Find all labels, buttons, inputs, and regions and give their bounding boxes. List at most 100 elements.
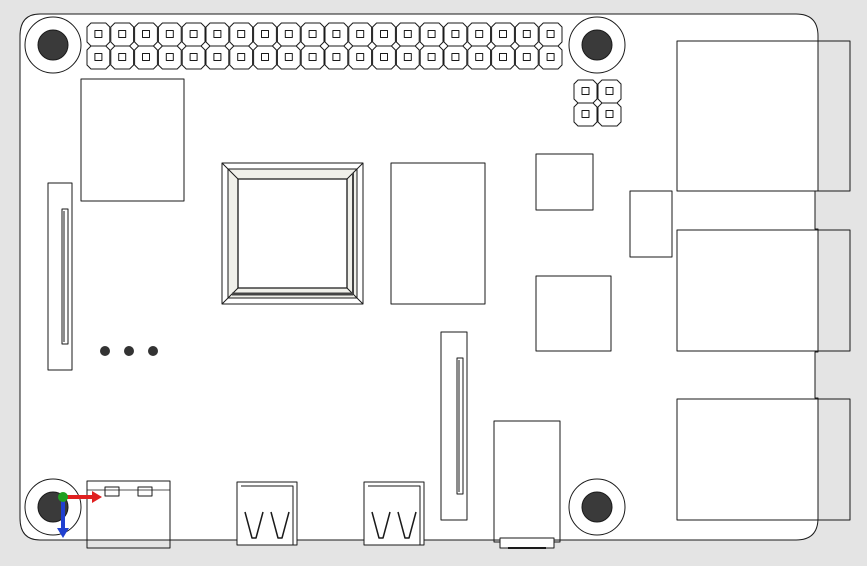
wireless-module xyxy=(80,78,185,202)
gpio-pin-housing xyxy=(324,45,349,70)
gpio-pin xyxy=(237,53,246,61)
gpio-pin xyxy=(261,53,269,61)
gpio-pin-housing xyxy=(253,22,277,47)
gpio-pin xyxy=(237,30,246,38)
gpio-pin xyxy=(94,53,103,61)
display-ribbon-connector-slot xyxy=(61,208,69,345)
gpio-pin-housing xyxy=(395,45,420,70)
gpio-pin-housing xyxy=(538,45,563,70)
gpio-pin-housing xyxy=(467,45,492,70)
triad-x-arrow xyxy=(92,491,102,503)
gpio-pin-housing xyxy=(86,45,111,70)
pcb-outline xyxy=(19,13,819,541)
micro-hdmi-port-1 xyxy=(236,481,298,546)
gpio-pin xyxy=(403,53,412,61)
gpio-pin-housing xyxy=(443,22,468,47)
triad-z-arrow xyxy=(57,528,69,538)
small-ic xyxy=(629,190,673,258)
gpio-pin xyxy=(475,53,484,61)
gpio-pin xyxy=(499,30,507,38)
gpio-pin xyxy=(332,53,341,61)
gpio-pin xyxy=(142,30,150,38)
poe-pin-housing xyxy=(573,102,598,127)
gpio-pin xyxy=(380,53,388,61)
poe-pin xyxy=(605,110,614,118)
gpio-pin-housing xyxy=(253,45,277,70)
gpio-pin-housing xyxy=(324,22,349,47)
gpio-pin-housing xyxy=(205,22,230,47)
usb-c-pad-1 xyxy=(104,486,120,497)
gpio-pin xyxy=(451,53,460,61)
gpio-pin xyxy=(451,30,460,38)
gpio-pin xyxy=(165,30,174,38)
gpio-pin xyxy=(427,53,436,61)
usb-c-port xyxy=(86,480,171,549)
ethernet-controller-chip xyxy=(535,275,612,352)
gpio-pin-housing xyxy=(276,45,301,70)
ram-chip xyxy=(390,162,486,305)
gpio-pin-housing xyxy=(538,22,563,47)
gpio-pin xyxy=(356,30,365,38)
gpio-pin-housing xyxy=(491,22,515,47)
gpio-pin xyxy=(332,30,341,38)
gpio-pin xyxy=(427,30,436,38)
usb-controller-chip xyxy=(535,153,594,211)
poe-pin-housing xyxy=(597,102,622,127)
gpio-pin-housing xyxy=(491,45,515,70)
triad-origin xyxy=(58,492,68,502)
ethernet-jack xyxy=(676,398,851,521)
gpio-pin-housing xyxy=(443,45,468,70)
poe-pin xyxy=(605,87,614,95)
soc-bevel-edge xyxy=(346,287,364,305)
micro-hdmi-port-2-contact xyxy=(371,511,391,539)
gpio-pin xyxy=(308,30,317,38)
poe-pin-housing xyxy=(573,79,598,104)
gpio-pin xyxy=(546,30,555,38)
usb-c-pad-2 xyxy=(137,486,153,497)
gpio-pin-housing xyxy=(134,22,158,47)
gpio-pin xyxy=(522,53,531,61)
gpio-pin-housing xyxy=(276,22,301,47)
gpio-pin xyxy=(213,53,222,61)
gpio-pin-housing xyxy=(372,45,396,70)
gpio-pin xyxy=(189,30,198,38)
gpio-pin-housing xyxy=(395,22,420,47)
gpio-pin xyxy=(403,30,412,38)
gpio-pin-housing xyxy=(372,22,396,47)
gpio-pin xyxy=(475,30,484,38)
soc-bevel-edge xyxy=(346,162,364,180)
gpio-pin-housing xyxy=(467,22,492,47)
gpio-pin xyxy=(94,30,103,38)
gpio-pin-housing xyxy=(181,22,206,47)
gpio-pin xyxy=(380,30,388,38)
gpio-pin-housing xyxy=(110,45,135,70)
gpio-pin xyxy=(284,30,293,38)
gpio-pin xyxy=(118,53,127,61)
usb-stack-2 xyxy=(676,229,851,352)
mounting-hole-2 xyxy=(581,29,613,61)
gpio-pin-housing xyxy=(514,45,539,70)
gpio-pin-housing xyxy=(300,45,325,70)
micro-hdmi-port-2-lip xyxy=(368,485,421,545)
poe-pin xyxy=(581,87,590,95)
micro-hdmi-port-2-contact xyxy=(397,511,417,539)
gpio-pin xyxy=(546,53,555,61)
camera-ribbon-connector-slot xyxy=(456,357,464,495)
gpio-pin xyxy=(356,53,365,61)
mounting-hole-1 xyxy=(37,29,69,61)
gpio-pin-housing xyxy=(134,45,158,70)
led-dot-3 xyxy=(148,346,158,356)
micro-hdmi-port-2 xyxy=(363,481,425,546)
led-dot-1 xyxy=(100,346,110,356)
gpio-pin-housing xyxy=(514,22,539,47)
gpio-pin-housing xyxy=(229,45,254,70)
audio-jack-barrel xyxy=(499,537,555,549)
soc-bevel-edge xyxy=(221,162,239,180)
gpio-pin-housing xyxy=(157,22,182,47)
micro-hdmi-port-1-contact xyxy=(244,511,264,539)
gpio-pin xyxy=(284,53,293,61)
gpio-pin xyxy=(522,30,531,38)
gpio-pin-housing xyxy=(181,45,206,70)
